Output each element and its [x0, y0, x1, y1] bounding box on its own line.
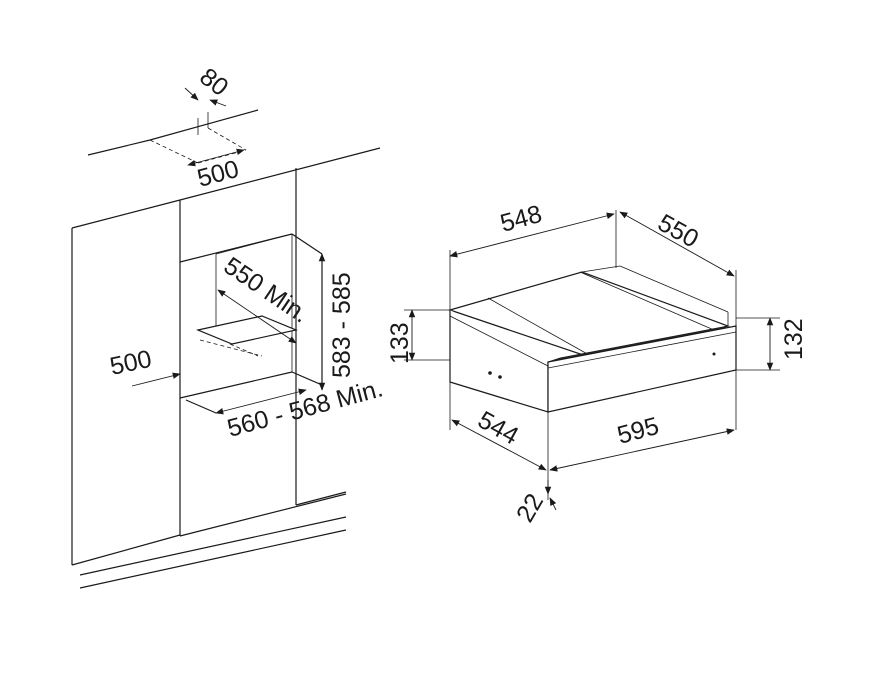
- dim-500-top-label: 500: [194, 155, 242, 193]
- dim-548-label: 548: [497, 200, 545, 238]
- dim-583-585-label: 583 - 585: [328, 272, 356, 378]
- dim-80-label: 80: [194, 63, 233, 102]
- dim-550-label: 550: [653, 209, 703, 254]
- warming-drawer-drawing: [447, 265, 737, 413]
- dim-133-label: 133: [386, 322, 414, 364]
- dim-22-label: 22: [511, 489, 549, 527]
- appliance-extension-lines: [404, 210, 780, 500]
- appliance-dimensions: [408, 211, 774, 511]
- dim-500-left-label: 500: [107, 345, 154, 381]
- dim-595-label: 595: [614, 412, 662, 450]
- dim-560-568-label: 560 - 568 Min.: [224, 374, 386, 442]
- dim-132-label: 132: [780, 318, 808, 360]
- dim-544-label: 544: [473, 406, 523, 451]
- dim-550-min-label: 550 Min.: [219, 252, 314, 329]
- niche-dimensions: [131, 87, 326, 415]
